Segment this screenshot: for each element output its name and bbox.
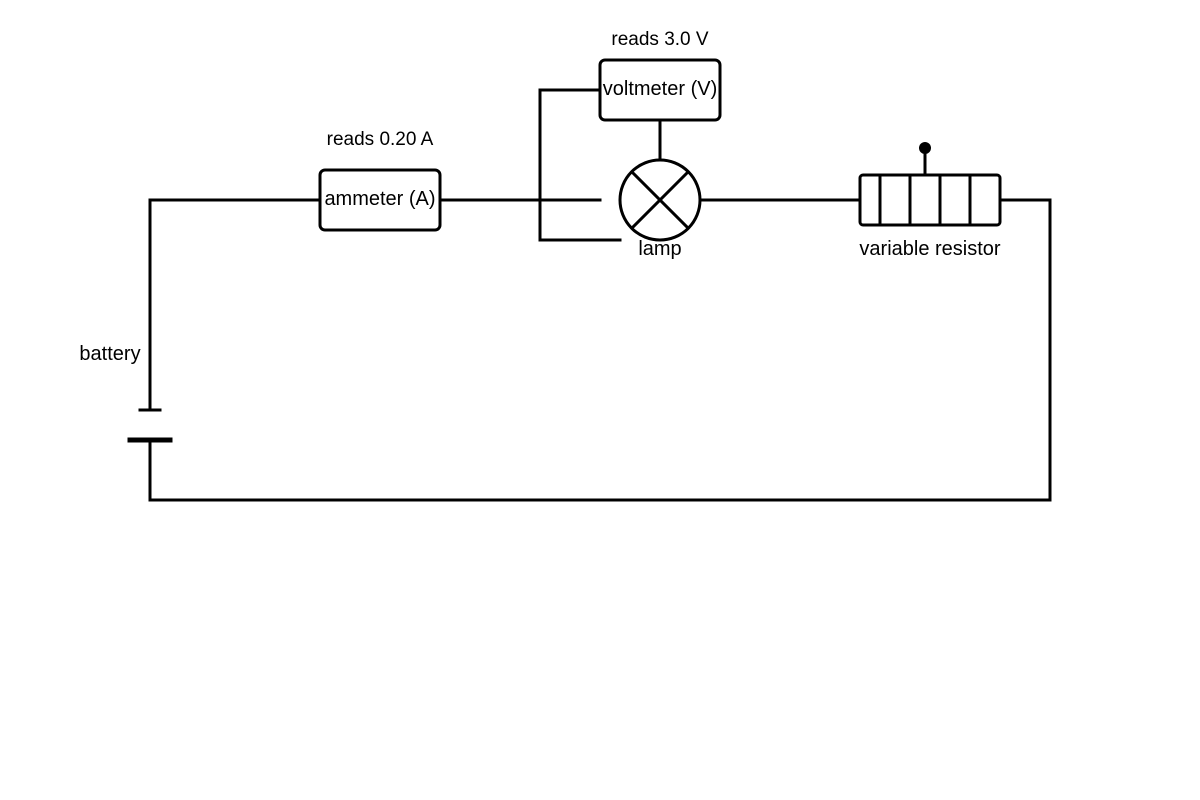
resistor-slider-knob — [919, 142, 931, 154]
ammeter-box — [318, 168, 442, 232]
lamp — [618, 158, 702, 242]
voltmeter-label: voltmeter (V) — [603, 78, 717, 100]
lamp-label: lamp — [638, 238, 681, 260]
ammeter-reading: reads 0.20 A — [327, 129, 434, 150]
ammeter: ammeter (A) — [318, 168, 442, 232]
circuit-wires — [148, 198, 1052, 502]
voltmeter-reading: reads 3.0 V — [611, 29, 708, 50]
lamp-cross-b — [629, 169, 691, 231]
variable-resistor-body — [858, 173, 1002, 227]
variable-resistor-label: variable resistor — [859, 238, 1001, 260]
voltmeter-branch — [538, 88, 662, 242]
variable-resistor — [858, 142, 1002, 227]
battery — [127, 408, 173, 443]
battery-label: battery — [79, 343, 140, 365]
ammeter-label: ammeter (A) — [324, 188, 435, 210]
voltmeter: voltmeter (V) — [598, 58, 722, 122]
lamp-circle — [618, 158, 702, 242]
voltmeter-box — [598, 58, 722, 122]
